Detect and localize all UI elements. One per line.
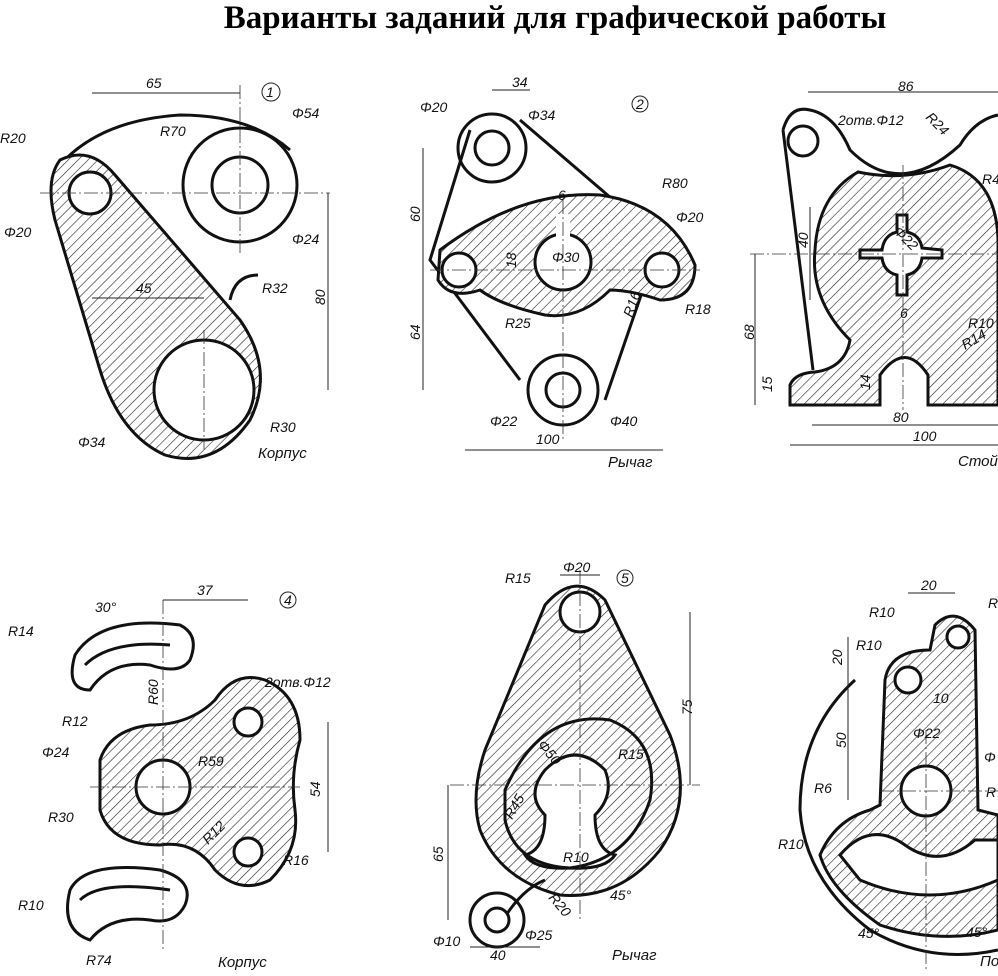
dimension-label: 18 xyxy=(503,252,519,268)
dimension-label: R16 xyxy=(620,289,644,319)
dimension-label: Φ24 xyxy=(42,744,70,760)
dimension-label: R60 xyxy=(145,679,161,705)
dimension-label: 15 xyxy=(759,376,775,392)
drawing-number: 5 xyxy=(621,570,629,586)
dimension-label: 34 xyxy=(512,74,528,90)
dimension-label: 20 xyxy=(829,649,845,666)
dimension-label: 10 xyxy=(933,690,949,706)
part-name: Стой xyxy=(958,453,998,470)
dimension-label: R30 xyxy=(270,419,296,435)
dimension-label: R4 xyxy=(982,171,998,187)
part-name: Рычаг xyxy=(608,454,653,471)
dimension-label: Φ10 xyxy=(433,933,461,949)
dimension-label: 68 xyxy=(741,324,757,340)
dimension-label: Φ40 xyxy=(610,413,638,429)
drawing-2-rychag: 2 34 Φ20 Φ34 R80 Φ20 6 60 18 Φ30 64 R25 … xyxy=(407,74,711,471)
dimension-label: Φ20 xyxy=(4,224,32,240)
dimension-label: R xyxy=(986,784,996,800)
dimension-label: R12 xyxy=(62,713,88,729)
dimension-label: 80 xyxy=(893,409,909,425)
dimension-label: 54 xyxy=(307,781,323,797)
dimension-label: 50 xyxy=(833,732,849,748)
dimension-label: Φ30 xyxy=(552,249,580,265)
dimension-label: 64 xyxy=(407,324,423,340)
page-title: Варианты заданий для графической работы xyxy=(223,0,887,36)
drawing-5-rychag: 5 R15 Φ20 75 Φ50 R15 R45 65 R10 45° R20 … xyxy=(430,559,700,964)
dimension-label: 45° xyxy=(858,925,880,941)
dimension-label: R74 xyxy=(86,952,112,968)
drawing-6-podveska: 20 R R10 R10 20 10 Φ22 Φ 50 R6 R R10 45°… xyxy=(778,577,998,970)
dimension-label: R10 xyxy=(563,849,589,865)
dimension-label: Φ22 xyxy=(490,413,518,429)
dimension-label: Φ34 xyxy=(78,434,106,450)
drawing-number: 2 xyxy=(635,96,644,112)
dimension-label: R32 xyxy=(262,280,288,296)
dimension-label: 40 xyxy=(490,947,506,963)
dimension-label: 60 xyxy=(407,206,423,222)
dimension-label: R15 xyxy=(505,570,531,586)
dimension-label: R70 xyxy=(160,123,186,139)
dimension-label: R18 xyxy=(685,301,711,317)
part-name: По xyxy=(980,953,998,970)
dimension-label: R80 xyxy=(662,175,688,191)
drawing-4-korpus: 4 30° 37 R14 R60 R12 2отв.Φ12 Φ24 R59 54… xyxy=(8,582,331,971)
dimension-label: Φ24 xyxy=(292,231,320,247)
dimension-label: Φ20 xyxy=(563,559,591,575)
dimension-label: 6 xyxy=(900,305,908,321)
part-name: Корпус xyxy=(218,954,267,971)
drawing-number: 4 xyxy=(284,592,292,608)
dimension-label: 45° xyxy=(966,924,988,940)
dimension-label: 14 xyxy=(857,374,873,390)
dimension-label: 100 xyxy=(913,428,937,444)
dimension-label: R15 xyxy=(618,746,644,762)
dimension-label: 2отв.Φ12 xyxy=(264,674,331,690)
dimension-label: 80 xyxy=(312,289,328,305)
dimension-label: R14 xyxy=(8,623,34,639)
dimension-label: 30° xyxy=(95,599,117,615)
dimension-label: R16 xyxy=(283,852,309,868)
dimension-label: 6 xyxy=(558,187,566,203)
dimension-label: Φ xyxy=(984,749,996,765)
dimension-label: Φ54 xyxy=(292,105,320,121)
dimension-label: Φ22 xyxy=(913,725,941,741)
dimension-label: 86 xyxy=(898,78,914,94)
drawing-number: 1 xyxy=(266,84,274,100)
dimension-label: R24 xyxy=(923,109,953,139)
dimension-label: R30 xyxy=(48,809,74,825)
dimension-label: 65 xyxy=(146,75,162,91)
dimension-label: R10 xyxy=(856,637,882,653)
drawing-3-stoyka: 86 2отв.Φ12 R24 R4 Φ22 40 6 68 R10 R14 1… xyxy=(741,78,998,470)
dimension-label: 37 xyxy=(197,582,214,598)
dimension-label: 45 xyxy=(136,280,152,296)
dimension-label: R10 xyxy=(968,315,994,331)
dimension-label: R6 xyxy=(814,780,832,796)
dimension-label: R59 xyxy=(198,753,224,769)
dimension-label: R10 xyxy=(18,897,44,913)
drawing-1-korpus: 1 65 Φ54 R20 R70 Φ20 Φ24 45 R32 80 Φ34 R… xyxy=(0,75,330,462)
dimension-label: 20 xyxy=(920,577,937,593)
dimension-label: R xyxy=(988,595,998,611)
dimension-label: R10 xyxy=(869,604,895,620)
dimension-label: Φ25 xyxy=(525,927,553,943)
dimension-label: Φ20 xyxy=(420,99,448,115)
dimension-label: 40 xyxy=(795,232,811,248)
dimension-label: 45° xyxy=(610,887,632,903)
dimension-label: 100 xyxy=(536,431,560,447)
dimension-label: 65 xyxy=(430,846,446,862)
dimension-label: R25 xyxy=(505,315,531,331)
dimension-label: R20 xyxy=(0,130,26,146)
dimension-label: 2отв.Φ12 xyxy=(837,112,904,128)
dimension-label: Φ20 xyxy=(676,209,704,225)
dimension-label: R10 xyxy=(778,836,804,852)
part-name: Корпус xyxy=(258,445,307,462)
dimension-label: 75 xyxy=(679,699,695,715)
part-name: Рычаг xyxy=(612,947,657,964)
dimension-label: Φ34 xyxy=(528,107,556,123)
